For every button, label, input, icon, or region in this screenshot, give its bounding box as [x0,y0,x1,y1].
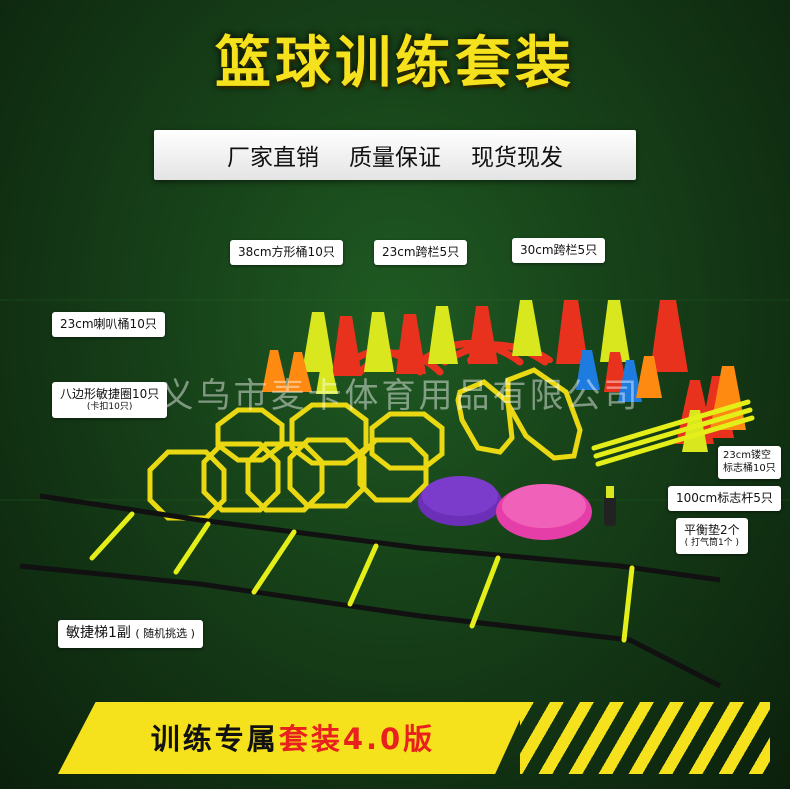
label-horn-cone: 23cm喇叭桶10只 [52,312,165,337]
bottom-bar-stripes [520,702,770,774]
label-agility-ladder-main: 敏捷梯1副 [66,625,131,641]
label-agility-rings: 八边形敏捷圈10只 (卡扣10只) [52,382,168,419]
bottom-slogan-highlight: 套装4.0版 [278,722,436,756]
balance-pads [418,476,616,540]
square-cones [302,300,688,376]
label-balance-pad: 平衡垫2个 ( 打气筒1个 ) [676,518,748,555]
bottom-bar-background [58,702,528,774]
label-balance-pad-sub: ( 打气筒1个 ) [684,538,740,548]
horn-cones [262,350,662,402]
label-agility-rings-main: 八边形敏捷圈10只 [60,387,160,401]
feature-direct-sale: 厂家直销 [227,145,319,171]
marker-poles [591,399,755,467]
label-hurdle-23: 23cm跨栏5只 [374,240,468,265]
feature-in-stock: 现货现发 [471,145,563,171]
label-balance-pad-main: 平衡垫2个 [684,523,740,537]
feature-quality: 质量保证 [349,145,441,171]
label-agility-ladder-sub: ( 随机挑选 ) [135,627,195,640]
feature-banner: 厂家直销 质量保证 现货现发 [154,130,636,180]
label-agility-ladder: 敏捷梯1副 ( 随机挑选 ) [58,620,203,648]
label-hollow-cone-line2: 标志桶10只 [723,462,776,474]
label-hurdle-30: 30cm跨栏5只 [512,238,606,263]
page-title: 篮球训练套装 [215,31,575,96]
agility-ladder [19,493,722,689]
watermark: 义乌市麦卡体育用品有限公司 [159,376,641,416]
label-square-cone: 38cm方形桶10只 [230,240,343,265]
bottom-slogan: 训练专属套装4.0版 [58,716,528,758]
bottom-slogan-main: 训练专属 [150,722,279,756]
agility-rings [147,367,583,521]
label-marker-pole: 100cm标志杆5只 [668,486,781,511]
label-hollow-cone: 23cm镂空 标志桶10只 [718,446,781,479]
label-agility-rings-sub: (卡扣10只) [86,402,133,412]
label-hollow-cone-line1: 23cm镂空 [723,450,771,461]
